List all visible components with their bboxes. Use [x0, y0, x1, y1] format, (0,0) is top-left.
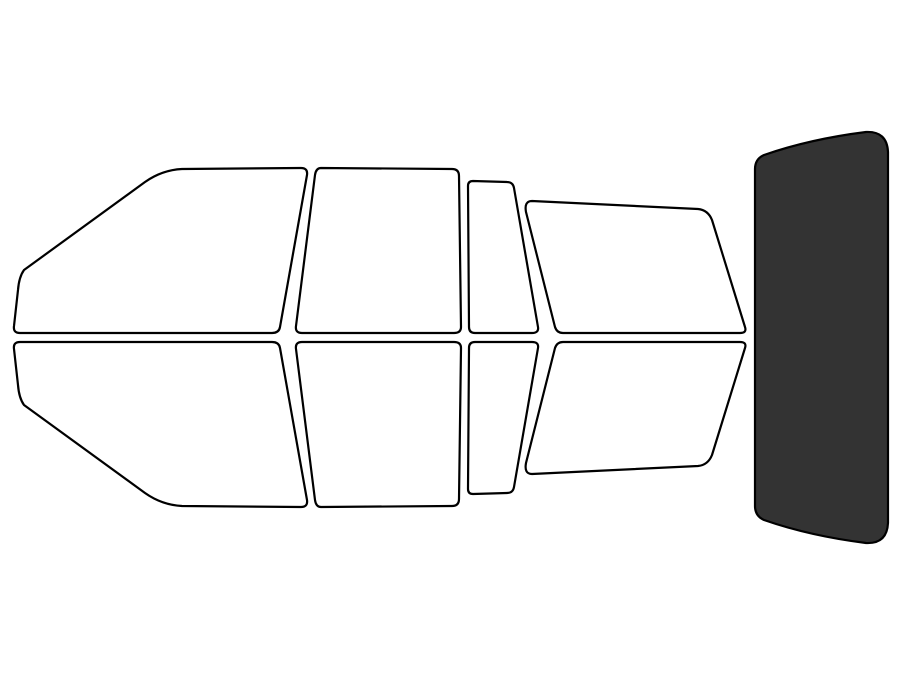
back-window-tinted[interactable] — [753, 130, 890, 545]
front-door-upper-window[interactable] — [12, 166, 309, 335]
rear-door-upper-window[interactable] — [294, 166, 463, 335]
rear-quarter-upper-window[interactable] — [466, 179, 540, 335]
cargo-lower-window[interactable] — [524, 340, 747, 476]
rear-door-lower-window[interactable] — [294, 340, 463, 509]
cargo-upper-window[interactable] — [524, 199, 747, 335]
rear-quarter-lower-window[interactable] — [466, 340, 540, 496]
front-door-lower-window[interactable] — [12, 340, 309, 509]
